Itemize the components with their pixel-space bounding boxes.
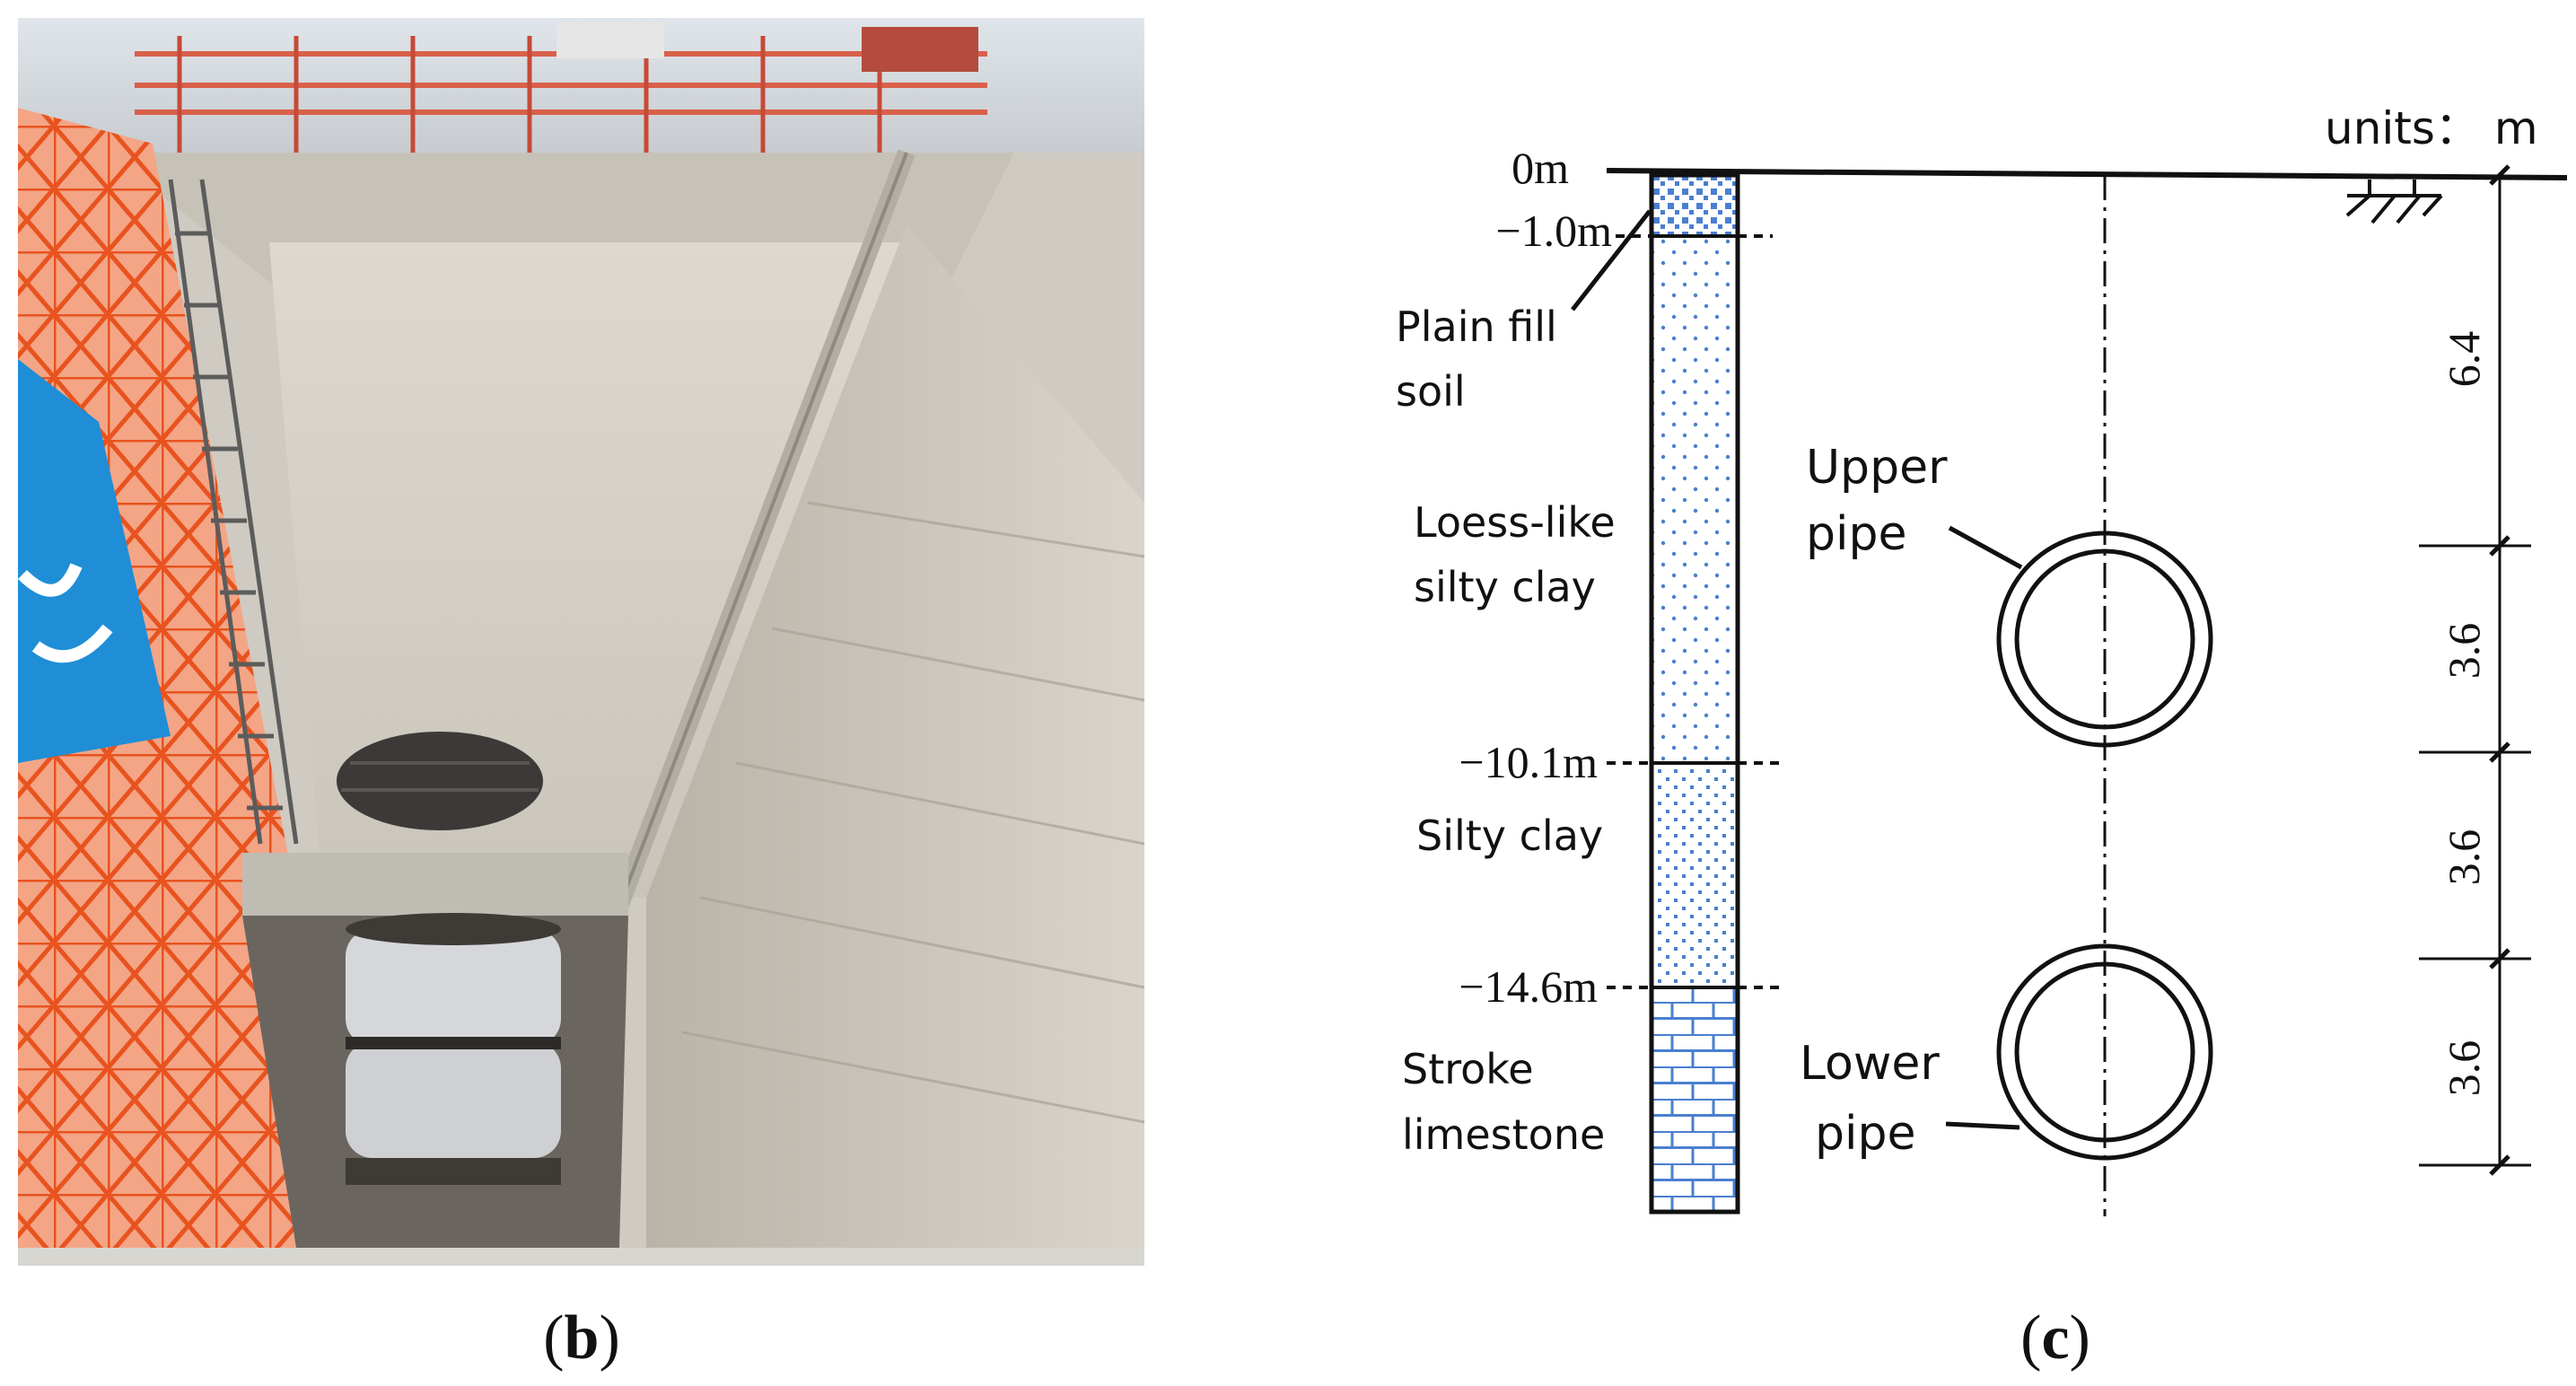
dimension-slashes: [2489, 164, 2510, 1176]
dimension-value-1: 6.4: [2439, 331, 2489, 388]
caption-c: (c): [2020, 1303, 2090, 1373]
layer-silty-clay: [1652, 763, 1738, 987]
layer-label-loess-1: Loess-like: [1414, 498, 1616, 547]
upper-pipe-leader: [1948, 525, 2023, 570]
ground-surface-line: [1606, 168, 2568, 180]
lower-pipe-inner: [2014, 961, 2195, 1143]
lower-pipe-label-2: pipe: [1815, 1107, 1915, 1161]
layer-label-plain-fill-2: soil: [1396, 367, 1466, 416]
layer-loess-like-silty-clay: [1652, 236, 1738, 763]
layer-label-silty-clay: Silty clay: [1416, 811, 1603, 860]
depth-label-2: −10.1m: [1459, 737, 1598, 787]
photo-bottom-strip: [18, 1248, 1144, 1266]
top-railing: [135, 22, 987, 153]
layer-plain-fill: [1652, 175, 1738, 236]
caption-b: (b): [543, 1303, 620, 1373]
depth-label-0: 0m: [1511, 143, 1569, 193]
upper-pipe-label-1: Upper: [1806, 441, 1948, 495]
upper-pipe-label-2: pipe: [1806, 507, 1906, 561]
dimension-value-3: 3.6: [2439, 829, 2489, 886]
layer-label-limestone-1: Stroke: [1402, 1045, 1534, 1093]
lower-pipe-outer: [1996, 943, 2213, 1161]
depth-label-3: −14.6m: [1459, 961, 1598, 1012]
right-wall: [646, 224, 1144, 1266]
section-diagram: [1571, 164, 2568, 1216]
layer-boundaries: [1652, 234, 1738, 989]
layer-stroke-limestone: [1652, 987, 1738, 1212]
pipe-segments: [346, 913, 561, 1185]
units-label: units： m: [2325, 102, 2538, 154]
layer-label-limestone-2: limestone: [1402, 1110, 1605, 1159]
ground-hatch-symbol: [2345, 180, 2443, 224]
layer-label-plain-fill-1: Plain fill: [1396, 303, 1557, 351]
dimension-ticks: [2419, 544, 2531, 1167]
upper-pipe-outer: [1996, 531, 2213, 748]
soil-column-outline: [1649, 172, 1740, 1215]
lower-pipe-leader: [1945, 1121, 2020, 1130]
ladder: [168, 179, 299, 845]
layer-label-loess-2: silty clay: [1414, 563, 1596, 611]
wall-opening: [337, 732, 543, 830]
depth-label-1: −1.0m: [1495, 206, 1612, 256]
lower-pipe-label-1: Lower: [1800, 1037, 1940, 1091]
shaft-photo: [18, 18, 1145, 1266]
upper-pipe-inner: [2014, 548, 2195, 730]
plain-fill-leader: [1571, 209, 1652, 311]
dimension-value-4: 3.6: [2439, 1040, 2489, 1097]
bottom-ledge: [242, 853, 628, 916]
right-wall-lines: [681, 501, 1145, 1124]
dimension-value-2: 3.6: [2439, 623, 2489, 680]
